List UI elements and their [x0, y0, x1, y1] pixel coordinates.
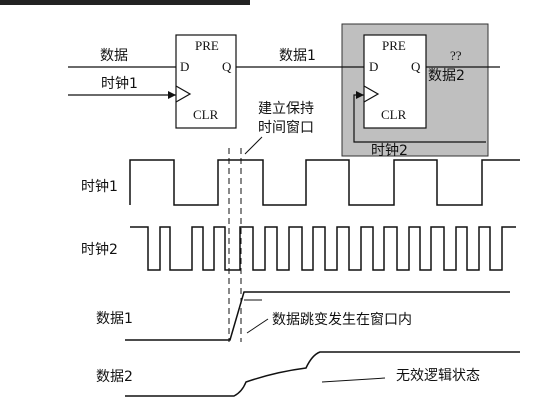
ff2-body — [363, 34, 427, 129]
window-label-line1: 建立保持 — [258, 101, 314, 117]
ff1-body — [175, 34, 237, 129]
ff2-q-label: Q — [411, 59, 421, 74]
cropped-caption — [0, 0, 250, 5]
clock2-wire-label: 时钟2 — [371, 142, 408, 159]
data2-waveform — [125, 351, 520, 397]
transition-note-leader — [246, 318, 269, 334]
ff2-clock-triangle — [363, 85, 380, 103]
ff2-pre-label: PRE — [382, 38, 406, 53]
ff2-clr-label: CLR — [381, 107, 407, 122]
clock2-waveform — [130, 226, 516, 271]
ff1-pre-label: PRE — [195, 38, 219, 53]
data-input-label: 数据 — [100, 48, 128, 64]
invalid-state-note: 无效逻辑状态 — [396, 368, 480, 384]
ff2-d-label: D — [369, 59, 378, 74]
flip-flop-1: PRE D Q CLR — [175, 34, 237, 129]
clock2-arrow-icon — [356, 91, 364, 99]
ff1-d-label: D — [180, 59, 189, 74]
flip-flop-2: PRE D Q CLR — [363, 34, 427, 129]
unknown-output-label: ?? — [450, 48, 462, 63]
data1-waveform — [125, 291, 510, 341]
ff1-clock-triangle — [175, 85, 192, 103]
ff1-clr-label: CLR — [193, 107, 219, 122]
clock1-arrow-icon — [168, 91, 176, 99]
timing-clock1-label: 时钟1 — [81, 178, 118, 195]
clock1-input-label: 时钟1 — [101, 75, 138, 92]
clock1-waveform — [129, 159, 520, 206]
data1-wire-label: 数据1 — [279, 48, 316, 64]
timing-data2-label: 数据2 — [96, 369, 133, 385]
window-label-leader — [244, 136, 263, 155]
invalid-state-leader — [321, 377, 386, 383]
schematic-wires — [68, 66, 500, 143]
timing-clock2-label: 时钟2 — [81, 241, 118, 258]
transition-note: 数据跳变发生在窗口内 — [272, 311, 412, 328]
timing-data1-label: 数据1 — [96, 311, 133, 327]
window-label-line2: 时间窗口 — [258, 119, 314, 136]
data2-wire-label: 数据2 — [428, 68, 465, 84]
window-dashed-lines — [228, 148, 242, 342]
ff1-q-label: Q — [222, 59, 232, 74]
